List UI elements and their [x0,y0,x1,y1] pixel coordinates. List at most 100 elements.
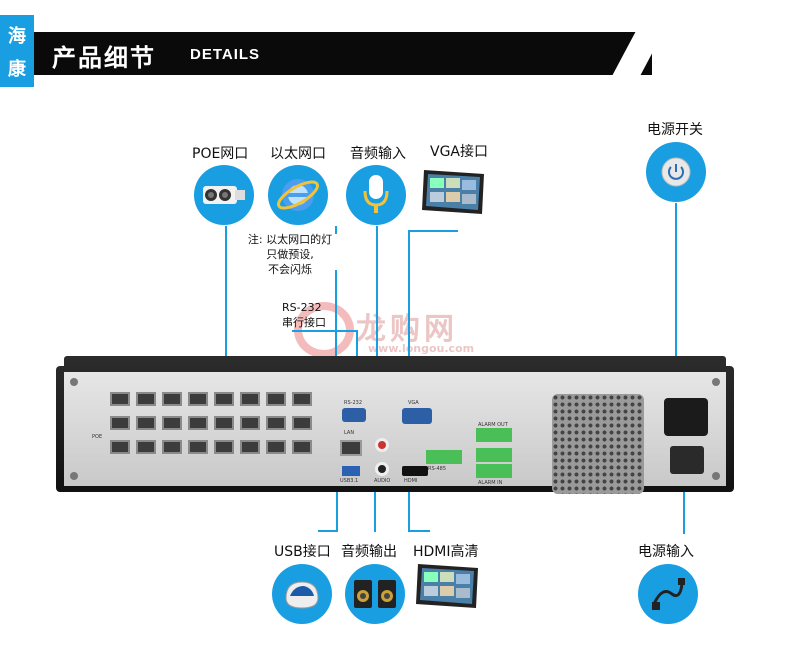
ethernet-note: 注: 以太网口的灯 只做预设, 不会闪烁 [242,232,338,277]
poe-port [292,416,312,430]
poe-port [266,416,286,430]
cooling-fan [552,394,644,494]
rs232-port [342,408,366,422]
poe-line [225,226,227,420]
usb-icon [272,564,332,624]
poe-port [214,440,234,454]
brand-char-1: 海 [8,25,26,47]
power-in-icon [638,564,698,624]
usb-line-h [318,530,338,532]
rs232-port-label: RS-232 [344,400,362,406]
poe-port [136,416,156,430]
hdmi-monitor-icon [414,562,480,614]
poe-port [266,440,286,454]
ethernet-note-line-2: 只做预设, [266,248,314,261]
rs232-line-2: 串行接口 [282,316,326,329]
screw [70,378,78,386]
ethernet-line [335,270,337,432]
ie-globe-icon [277,179,319,211]
poe-port-icon [194,165,254,225]
label-usb: USB接口 [274,544,331,560]
mouse-icon [285,581,319,609]
nvr-device-rear: POE RS-232 LAN USB3.1 AUDIO VGA HDMI RS-… [56,356,734,494]
power-button-icon [661,157,691,187]
hdmi-line-h [408,530,430,532]
alarm-out-label: ALARM OUT [478,422,508,428]
poe-port [136,392,156,406]
poe-port [110,440,130,454]
usb-port-label: USB3.1 [340,478,359,484]
usb-port [342,466,360,476]
poe-port [240,440,260,454]
screw [712,472,720,480]
microphone-icon [363,175,389,213]
power-switch [670,446,704,474]
rs232-line-1: RS-232 [282,301,322,314]
power-switch-icon [646,142,706,202]
vga-port [402,408,432,424]
poe-port [162,416,182,430]
poe-port [240,416,260,430]
label-audio-out: 音频输出 [341,544,397,560]
audio-port-label: AUDIO [374,478,391,484]
audio-out-icon [345,564,405,624]
poe-port [240,392,260,406]
poe-port [188,416,208,430]
alarm-in-label: ALARM IN [478,480,503,486]
monitor-icon [416,564,478,608]
rs485-label: RS-485 [428,466,446,472]
speakers-icon [354,580,396,608]
poe-port [110,392,130,406]
label-power-switch: 电源开关 [647,122,703,138]
label-vga: VGA接口 [430,144,489,160]
ethernet-note-line-3: 不会闪烁 [268,263,312,276]
monitor-icon [422,170,484,214]
poe-port [292,392,312,406]
poe-port [188,392,208,406]
poe-port [162,392,182,406]
vga-port-label: VGA [408,400,419,406]
lan-port-label: LAN [344,430,355,436]
poe-port [214,392,234,406]
alarm-in-terminal-2 [476,464,512,478]
lan-port [340,440,362,456]
alarm-in-terminal-1 [476,448,512,462]
hdmi-port-label: HDMI [404,478,418,484]
vga-line-h [408,230,458,232]
label-poe: POE网口 [192,146,249,162]
rs232-line-h [292,330,358,332]
ethernet-port-icon [268,165,328,225]
poe-port-label: POE [92,434,103,440]
vga-line-v [408,230,410,398]
rear-panel: POE RS-232 LAN USB3.1 AUDIO VGA HDMI RS-… [64,372,726,494]
label-hdmi: HDMI高清 [413,544,479,560]
vga-monitor-icon [420,168,486,220]
watermark-text: 龙购网 [356,312,458,347]
alarm-out-terminal [476,428,512,442]
label-audio-in: 音频输入 [350,146,406,162]
audio-in-jack [375,438,389,452]
watermark-url: www.longou.com [368,342,475,355]
screw [712,378,720,386]
audio-in-icon [346,165,406,225]
audio-out-jack [375,462,389,476]
camera-icon [203,186,245,204]
poe-port [188,440,208,454]
poe-port [162,440,182,454]
poe-port [292,440,312,454]
poe-port [110,416,130,430]
audio-in-line [376,226,378,424]
rs232-label: RS-232 串行接口 [282,300,326,330]
rs485-terminal [426,450,462,464]
poe-port [136,440,156,454]
usb-line-v [336,452,338,532]
poe-port [266,392,286,406]
ethernet-note-line-1: 注: 以太网口的灯 [247,233,333,246]
section-title: 产品细节 [52,44,156,72]
screw [70,472,78,480]
title-bar: 产品细节 DETAILS [34,32,790,75]
label-ethernet: 以太网口 [270,146,326,162]
section-subtitle: DETAILS [190,46,261,63]
label-power-in: 电源输入 [638,544,694,560]
poe-port [214,416,234,430]
